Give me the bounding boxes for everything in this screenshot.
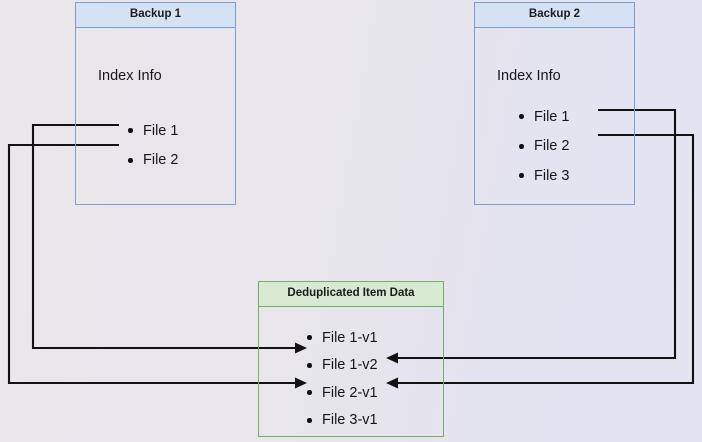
backup-1-index-info-label: Index Info (98, 67, 162, 84)
node-dedup-body: File 1-v1 File 1-v2 File 2-v1 File 3-v1 (259, 307, 443, 436)
list-item: File 1 (517, 109, 569, 125)
node-backup-1-header: Backup 1 (76, 3, 235, 28)
dedup-file-list: File 1-v1 File 1-v2 File 2-v1 File 3-v1 (305, 330, 378, 428)
list-item: File 1-v2 (305, 358, 378, 373)
list-item: File 2 (126, 153, 178, 168)
list-item: File 2 (517, 139, 569, 154)
node-backup-1-body: Index Info File 1 File 2 (76, 28, 235, 204)
backup-2-index-info-label: Index Info (497, 67, 561, 84)
node-deduplicated-item-data[interactable]: Deduplicated Item Data File 1-v1 File 1-… (258, 281, 444, 437)
node-backup-1[interactable]: Backup 1 Index Info File 1 File 2 (75, 2, 236, 205)
backup-1-file-list: File 1 File 2 (126, 123, 178, 168)
list-item: File 3 (517, 168, 569, 184)
backup-2-file-list: File 1 File 2 File 3 (517, 109, 569, 184)
node-backup-2-header: Backup 2 (475, 3, 634, 28)
node-backup-2-body: Index Info File 1 File 2 File 3 (475, 28, 634, 204)
node-dedup-header: Deduplicated Item Data (259, 282, 443, 307)
node-backup-2[interactable]: Backup 2 Index Info File 1 File 2 File 3 (474, 2, 635, 205)
list-item: File 2-v1 (305, 385, 378, 401)
list-item: File 3-v1 (305, 413, 378, 428)
list-item: File 1-v1 (305, 330, 378, 346)
list-item: File 1 (126, 123, 178, 139)
